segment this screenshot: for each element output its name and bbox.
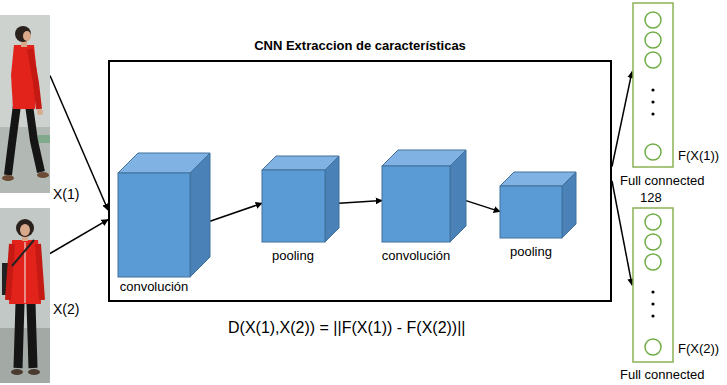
bag-strap <box>12 240 34 266</box>
hair <box>15 26 31 42</box>
layer-caption: Full connected <box>620 367 705 382</box>
layer-cube: convolución <box>118 153 210 277</box>
dense-layer: 128F(X(2))Full connected <box>632 207 674 363</box>
flow-arrow <box>612 72 632 167</box>
flow-arrow <box>50 220 108 254</box>
layer-label: pooling <box>272 248 314 263</box>
cube-front <box>118 173 190 277</box>
ellipsis-dot <box>651 314 654 317</box>
neuron <box>645 214 661 230</box>
layer-label: pooling <box>510 244 552 259</box>
shoe <box>2 175 14 181</box>
input-label: X(2) <box>53 302 79 317</box>
leg <box>8 105 17 175</box>
input-image: X(1) <box>0 15 50 193</box>
cube-side <box>190 153 210 277</box>
neuron <box>645 234 661 250</box>
layer-label: convolución <box>382 248 451 263</box>
neuron <box>645 144 661 160</box>
input-label: X(1) <box>53 187 79 202</box>
shoe <box>11 369 23 375</box>
photo-detail <box>38 135 50 143</box>
hand <box>37 109 43 115</box>
cube-front <box>500 186 562 238</box>
flow-arrow <box>612 181 632 285</box>
face <box>20 224 30 236</box>
neuron <box>645 12 661 28</box>
layer-caption: Full connected <box>620 173 705 188</box>
shape-drawing <box>0 15 50 193</box>
cube-front <box>262 170 325 242</box>
neuron <box>645 339 661 355</box>
flow-arrow <box>50 76 108 211</box>
flow-arrow <box>210 203 262 221</box>
cube-side <box>450 150 466 242</box>
flow-arrow <box>339 201 382 204</box>
photo-background <box>0 15 50 193</box>
layer-cube: pooling <box>500 172 576 238</box>
shape-drawing <box>262 156 339 242</box>
cube-side <box>562 172 576 238</box>
layer-outline <box>633 3 673 167</box>
shape-drawing <box>382 150 466 242</box>
neuron <box>645 32 661 48</box>
face <box>23 31 31 41</box>
shape-drawing <box>118 153 210 277</box>
arm <box>38 244 42 300</box>
layer-outline <box>633 208 673 362</box>
shoe <box>28 369 40 375</box>
neuron <box>645 52 661 68</box>
arm <box>30 49 39 109</box>
cube-front <box>382 166 450 242</box>
ellipsis-dot <box>651 100 654 103</box>
photo-background <box>0 208 50 383</box>
shape-drawing <box>632 2 674 168</box>
shape-drawing <box>632 207 674 363</box>
distance-formula: D(X(1),X(2)) = ||F(X(1)) - F(X(2))|| <box>228 318 466 338</box>
box-heading: CNN Extraccion de características <box>110 38 610 53</box>
hair <box>16 219 34 237</box>
unit-count: 128 <box>640 190 662 205</box>
leg <box>18 303 20 368</box>
leg <box>31 303 33 368</box>
flow-arrow <box>466 201 500 212</box>
arm <box>8 244 12 300</box>
output-label: F(X(1)) <box>678 148 719 163</box>
layer-cube: pooling <box>262 156 339 242</box>
neuron <box>645 254 661 270</box>
input-image: X(2) <box>0 208 50 383</box>
ellipsis-dot <box>651 290 654 293</box>
dense-layer: F(X(1))Full connected <box>632 2 674 168</box>
ellipsis-dot <box>651 112 654 115</box>
shape-drawing <box>500 172 576 238</box>
cube-side <box>325 156 339 242</box>
ellipsis-dot <box>651 88 654 91</box>
cnn-block: CNN Extraccion de característicasconvolu… <box>108 60 612 302</box>
output-label: F(X(2)) <box>678 341 719 356</box>
shape-drawing <box>0 208 50 383</box>
shoe <box>37 172 49 178</box>
ellipsis-dot <box>651 302 654 305</box>
layer-label: convolución <box>120 279 189 294</box>
jacket <box>9 240 41 304</box>
photo-floor <box>0 328 50 383</box>
layer-cube: convolución <box>382 150 466 242</box>
leg <box>29 105 41 172</box>
